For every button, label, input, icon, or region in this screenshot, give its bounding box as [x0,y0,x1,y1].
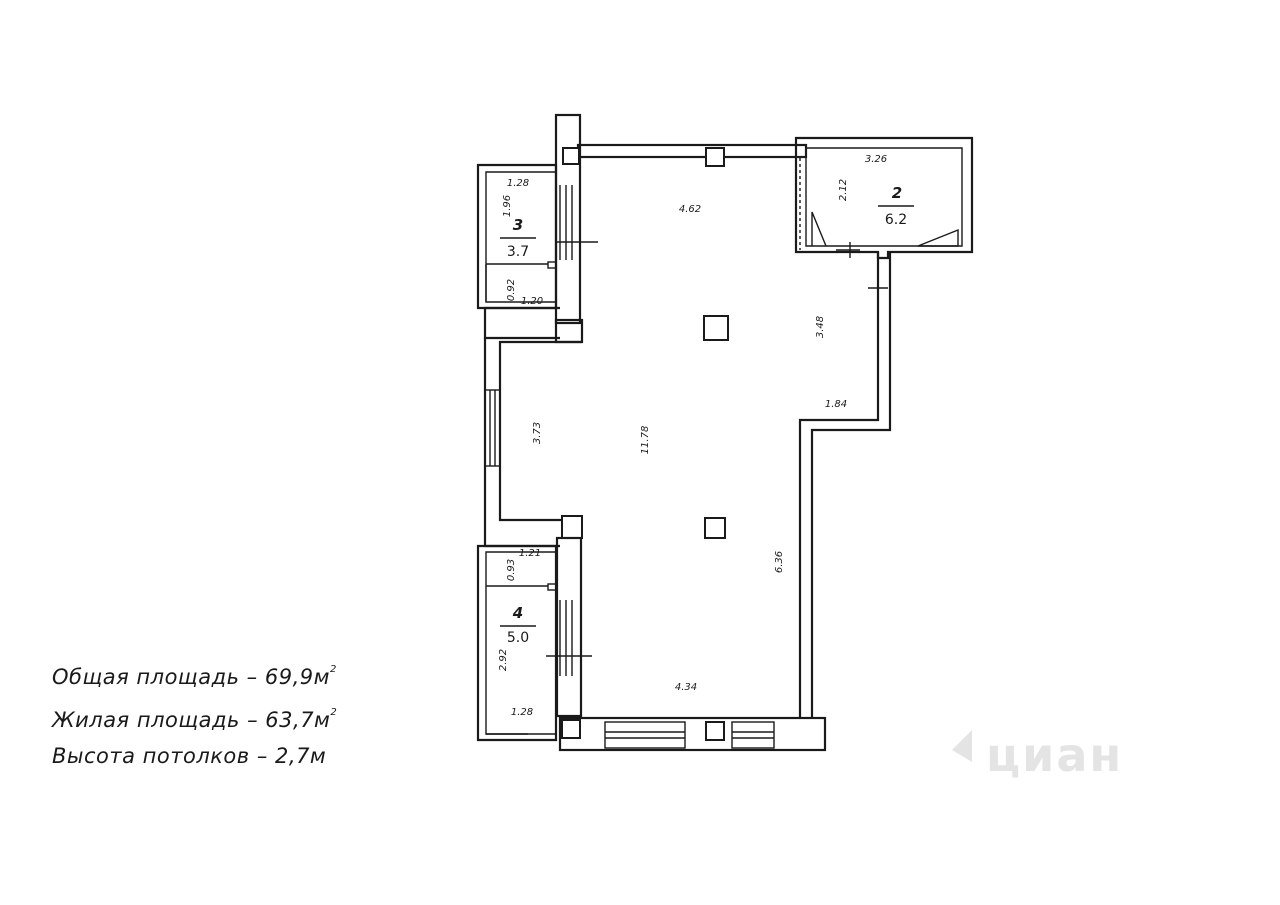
room-3 [476,163,598,310]
dim-room3-width: 1.28 [507,178,529,189]
room-4 [476,544,592,742]
living-area-line: Жилая площадь – 63,7м2 [52,707,338,732]
room-4-area: 5.0 [507,630,529,646]
dim-main-top: 4.62 [679,204,701,215]
dim-room4-small-w: 1.21 [519,548,541,559]
room-2-area: 6.2 [885,212,907,228]
dim-left-recess: 3.73 [532,422,543,444]
total-area-line: Общая площадь – 69,9м2 [52,664,337,689]
dim-room4-height: 2.92 [498,649,509,671]
dim-right-upper: 3.48 [815,316,826,338]
room-3-number: 3 [513,216,523,234]
dim-room4-width: 1.28 [511,707,533,718]
dim-room3-height: 1.96 [502,195,513,217]
dim-room2-height: 2.12 [838,179,849,201]
cian-watermark: циан [986,728,1124,782]
ceiling-height-label: Высота потолков [52,744,250,768]
dim-right-step: 1.84 [825,399,847,410]
total-area-label: Общая площадь [52,665,240,689]
ceiling-height-value: 2,7м [275,744,327,768]
dim-room4-small-h: 0.93 [506,559,517,581]
dimension-labels: 4.62 4.34 11.78 3.73 3.48 1.84 6.36 3.26… [498,154,887,718]
dim-room3-small-w: 1.20 [521,296,543,307]
total-area-value: 69,9м [264,665,330,689]
room-2 [794,136,974,298]
living-area-value: 63,7м [265,708,331,732]
living-area-label: Жилая площадь [52,708,240,732]
dim-room3-small-h: 0.92 [506,279,517,301]
room-3-area: 3.7 [507,244,529,260]
dim-room2-width: 3.26 [865,154,887,165]
room-4-number: 4 [512,604,523,622]
room-labels: 2 6.2 3 3.7 4 5.0 [500,184,914,646]
ceiling-height-line: Высота потолков – 2,7м [52,744,327,768]
dim-main-length: 11.78 [640,426,651,455]
dim-right-lower: 6.36 [774,551,785,573]
room-2-number: 2 [892,184,902,202]
cian-house-icon [952,730,972,762]
area-statistics: Общая площадь – 69,9м2 Жилая площадь – 6… [52,652,337,774]
dim-main-bottom: 4.34 [675,682,697,693]
